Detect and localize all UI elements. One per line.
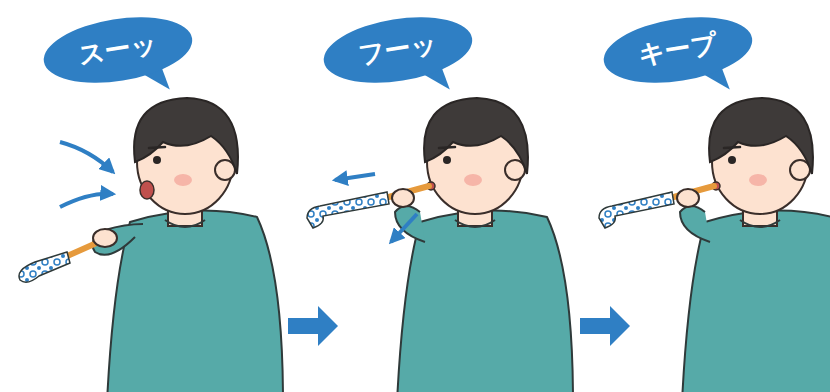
open-mouth xyxy=(140,181,154,199)
hand xyxy=(93,229,117,247)
step-arrow xyxy=(288,306,338,346)
blower-rolled xyxy=(19,252,70,282)
air-arrow xyxy=(335,174,375,180)
boy-figure xyxy=(682,98,830,392)
bubble-body xyxy=(39,8,197,93)
boy-keep xyxy=(599,98,830,392)
boy-exhale xyxy=(307,98,573,392)
bubble-body xyxy=(599,8,757,93)
blower-extended xyxy=(599,192,674,228)
air-arrow xyxy=(60,194,113,207)
air-arrow xyxy=(60,142,113,172)
bubble-body xyxy=(319,8,477,93)
hand xyxy=(392,189,414,207)
step-arrow xyxy=(580,306,630,346)
air-arrow xyxy=(391,214,417,242)
boy-inhale xyxy=(19,98,283,392)
arm xyxy=(93,224,143,255)
blower-extended xyxy=(307,192,389,228)
speech-bubble: フーッ xyxy=(319,8,477,93)
boy-figure xyxy=(107,98,283,392)
arm xyxy=(680,206,710,242)
boy-figure xyxy=(397,98,573,392)
speech-bubble: スーッ xyxy=(39,8,197,93)
hand xyxy=(677,189,699,207)
speech-bubble: キープ xyxy=(599,8,757,93)
